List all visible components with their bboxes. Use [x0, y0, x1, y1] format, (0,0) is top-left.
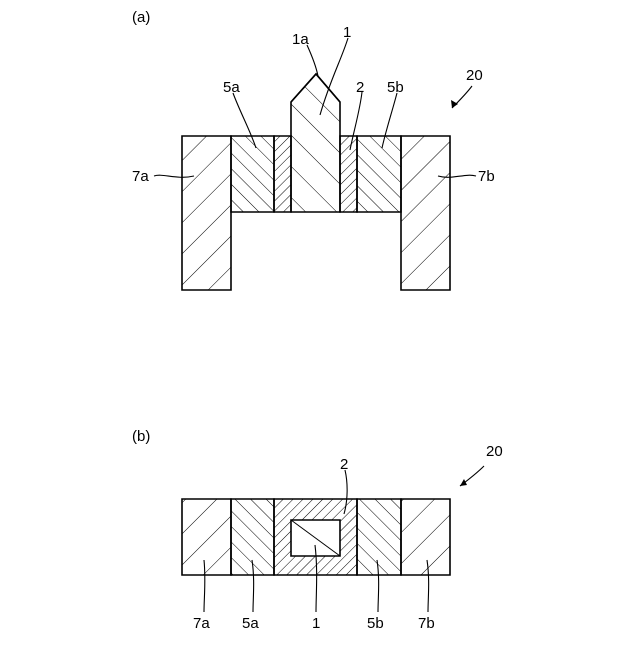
label-5b-b: 5b [367, 615, 384, 632]
leader-7a-b [204, 560, 205, 612]
leader-1a [307, 45, 318, 76]
block-7b-a [401, 136, 450, 290]
label-5b-a: 5b [387, 79, 404, 96]
figure-b: (b) 2 7a 5a 1 5b 7b 20 [132, 428, 503, 632]
label-20-b: 20 [486, 443, 503, 460]
layer-5a-a [231, 136, 274, 212]
arrow-20-a [451, 100, 458, 108]
label-7b-b: 7b [418, 615, 435, 632]
panel-label-b: (b) [132, 428, 150, 445]
label-7b-a: 7b [478, 168, 495, 185]
sleeve-2-left-a [274, 136, 291, 212]
block-7a-a [182, 136, 231, 290]
block-7a-b [182, 499, 231, 575]
label-1-b: 1 [312, 615, 320, 632]
label-1a: 1a [292, 31, 309, 48]
label-20-a: 20 [466, 67, 483, 84]
layer-5b-a [357, 136, 401, 212]
block-7b-b [401, 499, 450, 575]
layer-5b-b [357, 499, 401, 575]
label-7a-a: 7a [132, 168, 149, 185]
label-2-a: 2 [356, 79, 364, 96]
figure-a: (a) 1a 1 2 5a 5b 7a 7b 20 [132, 9, 495, 290]
sleeve-2-right-a [340, 136, 357, 212]
label-7a-b: 7a [193, 615, 210, 632]
arrow-20-b [460, 479, 467, 486]
label-2-b: 2 [340, 456, 348, 473]
panel-label-a: (a) [132, 9, 150, 26]
label-5a-a: 5a [223, 79, 240, 96]
label-1-a: 1 [343, 24, 351, 41]
label-5a-b: 5a [242, 615, 259, 632]
